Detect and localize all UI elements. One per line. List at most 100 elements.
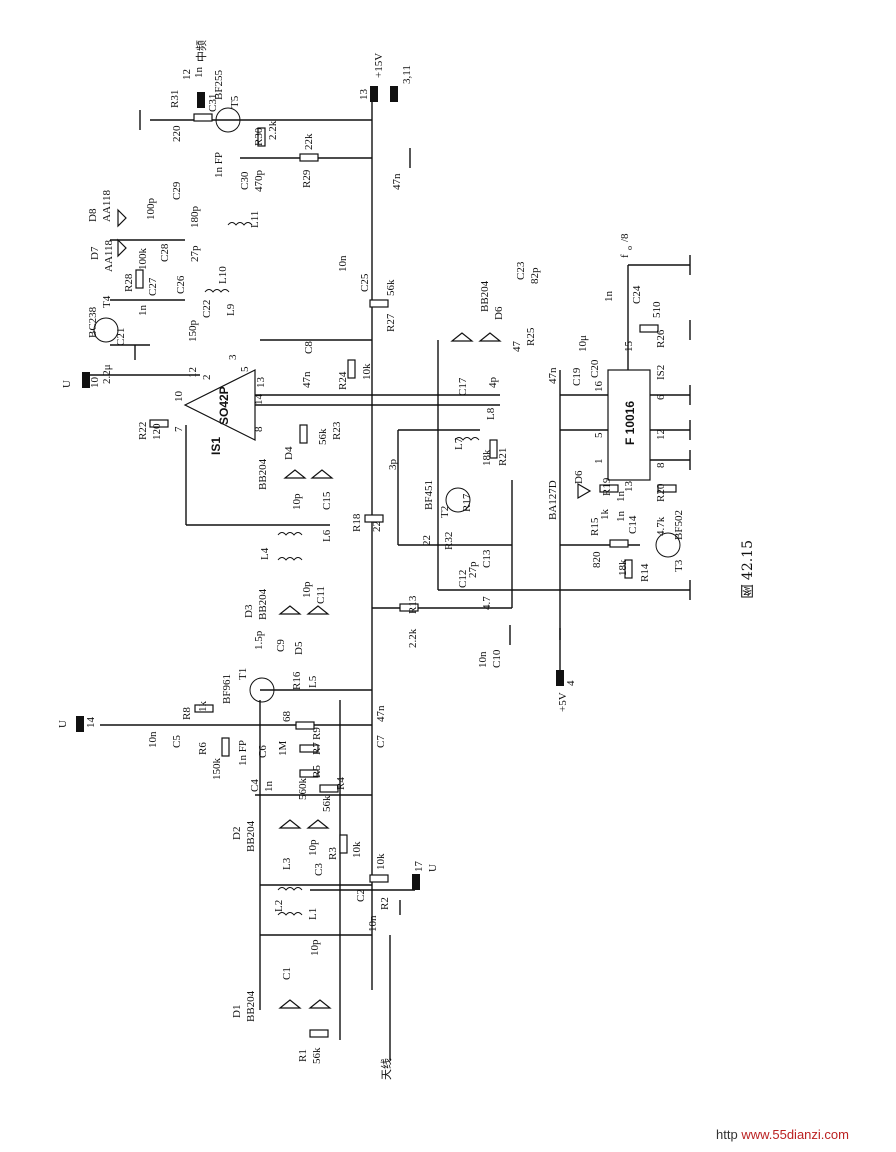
t1-type: BF961 [221,674,233,704]
r25-label: R25 [525,327,537,346]
c17-value: 4p [487,377,499,389]
r9-label: R9 [311,727,323,740]
r14-value: 18k [617,559,629,576]
d8-type: AA118 [101,190,113,222]
l7-label: L7 [453,437,465,450]
r1-label: R1 [297,1049,309,1062]
f10016-name: IS2 [655,365,667,380]
c13-value: 27p [467,561,479,578]
f10016-pin-15: 15 [623,341,635,353]
r18-value: 22 [371,521,383,532]
l8-label: L8 [485,407,497,420]
c15-label: C15 [321,491,333,510]
r30-label: R30 [253,127,265,146]
f10016-type: F 10016 [623,401,637,445]
c11-value: 10p [301,581,313,598]
c24-label: C24 [631,285,643,304]
c3-label: C3 [313,863,325,876]
c22-label: C22 [201,300,213,318]
d1-label: D1 [231,1005,243,1018]
r8-value: 1k [197,701,209,713]
antenna-label: 天线 [379,1058,393,1080]
c26-label: C26 [175,275,187,294]
r23-label: R23 [331,421,343,440]
d2-label: D2 [231,827,243,840]
d7-label: D7 [89,246,101,260]
c18-value: 47n [301,371,313,388]
f10016-pin-1: 1 [593,459,605,465]
c28-value: 180p [189,206,201,229]
r6-value: 150k [211,758,223,781]
r2-value: 10k [375,853,387,870]
transistor-labels: T5 BF255 T4 BC238 T1 BF961 T2 BF451 T3 B… [87,70,685,704]
f10016-pin-12: 12 [655,429,667,440]
ic-f10016 [607,369,651,481]
r19-label: R19 [601,477,613,496]
c21-label: C21 [115,328,127,346]
r16-label: R16 [291,671,303,690]
c12-value: 4.7 [481,596,493,610]
terminal-10: 10 [89,377,101,389]
watermark: http www.55dianzi.com [716,1127,849,1142]
r21-value: 18k [481,449,493,466]
is1-name: IS1 [209,437,223,455]
fo8-label-tail: /8 [619,233,631,242]
inductor-labels: L1 L2 L3 L4 L5 L6 L7 L8 L9 L10 L11 [217,211,497,920]
c20-label: C20 [589,359,601,378]
r18-label: R18 [351,513,363,532]
c30-label: C30 [239,171,251,190]
c14-value: 1n [615,511,627,523]
c31-label: C31 [207,94,219,112]
r13-label: R13 [407,595,419,614]
terminal-17: 17 [413,861,425,873]
is1-pin-7: 7 [173,426,185,432]
r24-value: 10k [361,363,373,380]
l1-label: L1 [307,908,319,920]
r19-value: 1k [599,509,611,521]
wiring [90,100,690,1060]
d6-type: BB204 [479,280,491,312]
d5-label: D5 [293,641,305,655]
c5-label: C5 [171,735,183,748]
watermark-prefix: http [716,1127,738,1142]
terminal-ur: U [57,720,69,728]
r15-value: 820 [591,551,603,568]
l4-label: L4 [259,547,271,560]
c7-label: C7 [375,735,387,748]
c1-label: C1 [281,967,293,980]
r26-value: 510 [651,301,663,318]
r4-value: 56k [321,795,333,812]
c29-label: C29 [171,181,183,200]
l6-label: L6 [321,529,333,542]
ic-labels: IS1 SO42P 7 10 12 14 3 5 13 8 2 F 10016 … [173,341,667,493]
is1-pin-13: 13 [255,377,267,389]
r5-label: R5 [311,765,323,778]
r1-value: 56k [311,1047,323,1064]
f10016-pin-13: 13 [623,481,635,493]
l3-label: L3 [281,857,293,870]
r21-label: R21 [497,448,509,466]
l5-label: L5 [307,675,319,688]
c4-value: 1n [263,781,275,793]
capacitor-labels: C1 10p C2 10n C3 10p C4 1n C5 10n C6 1n … [101,67,643,981]
c10-label: C10 [491,649,503,668]
r20-value: 4.7k [655,516,667,536]
c6-value: 1n FP [237,740,249,766]
is1-type: SO42P [217,386,231,425]
terminal-labels: 12 中频 13 +15V 3,11 10 U 14 U 17 U 4 +5V … [57,40,634,1080]
c34-value: 1n [615,491,627,503]
c8-label: C8 [303,341,315,354]
c32-value: 1n FP [213,152,225,178]
transistors [93,107,681,703]
is1-pin-8: 8 [253,426,265,432]
c11-label: C11 [315,586,327,604]
t1-label: T1 [237,668,249,680]
r31-label: R31 [169,90,181,108]
r5-value: 560k [297,778,309,801]
c7-value: 47n [375,705,387,722]
c23-value: 82p [529,267,541,284]
diode-glyphs [117,208,592,1009]
r28-label: R28 [123,273,135,292]
c17-label: C17 [457,377,469,396]
